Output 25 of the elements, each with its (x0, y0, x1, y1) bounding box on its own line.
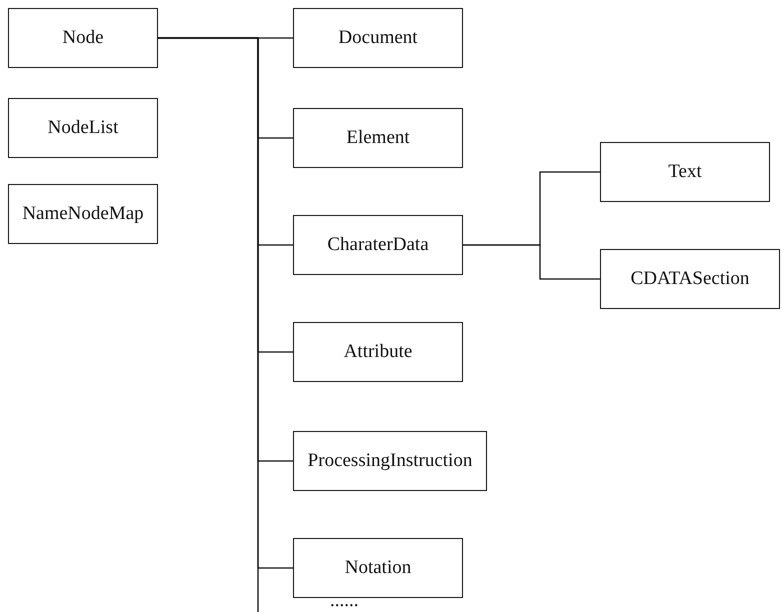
node-label: Text (668, 161, 702, 183)
node-label: Node (62, 27, 104, 49)
class-box (600, 249, 780, 309)
class-box (293, 8, 463, 68)
node-label: NameNodeMap (22, 203, 144, 225)
class-box (293, 538, 463, 598)
class-box (293, 215, 463, 275)
connector-line (463, 244, 600, 280)
class-box (293, 322, 463, 382)
node-label: Document (338, 27, 418, 49)
node-label: Attribute (344, 341, 412, 363)
ellipsis-note: ...... (330, 590, 358, 612)
node-label: CharaterData (327, 234, 429, 256)
class-box (8, 184, 158, 244)
node-label: CDATASection (630, 268, 750, 290)
node-label: Element (346, 127, 410, 149)
connector-line (158, 37, 259, 612)
class-box (8, 98, 158, 158)
node-label: Notation (344, 557, 412, 579)
class-box (8, 8, 158, 68)
node-label: NodeList (48, 117, 118, 139)
node-label: ProcessingInstruction (308, 450, 472, 472)
class-box (600, 142, 770, 202)
class-box (293, 108, 463, 168)
class-box (293, 431, 487, 491)
